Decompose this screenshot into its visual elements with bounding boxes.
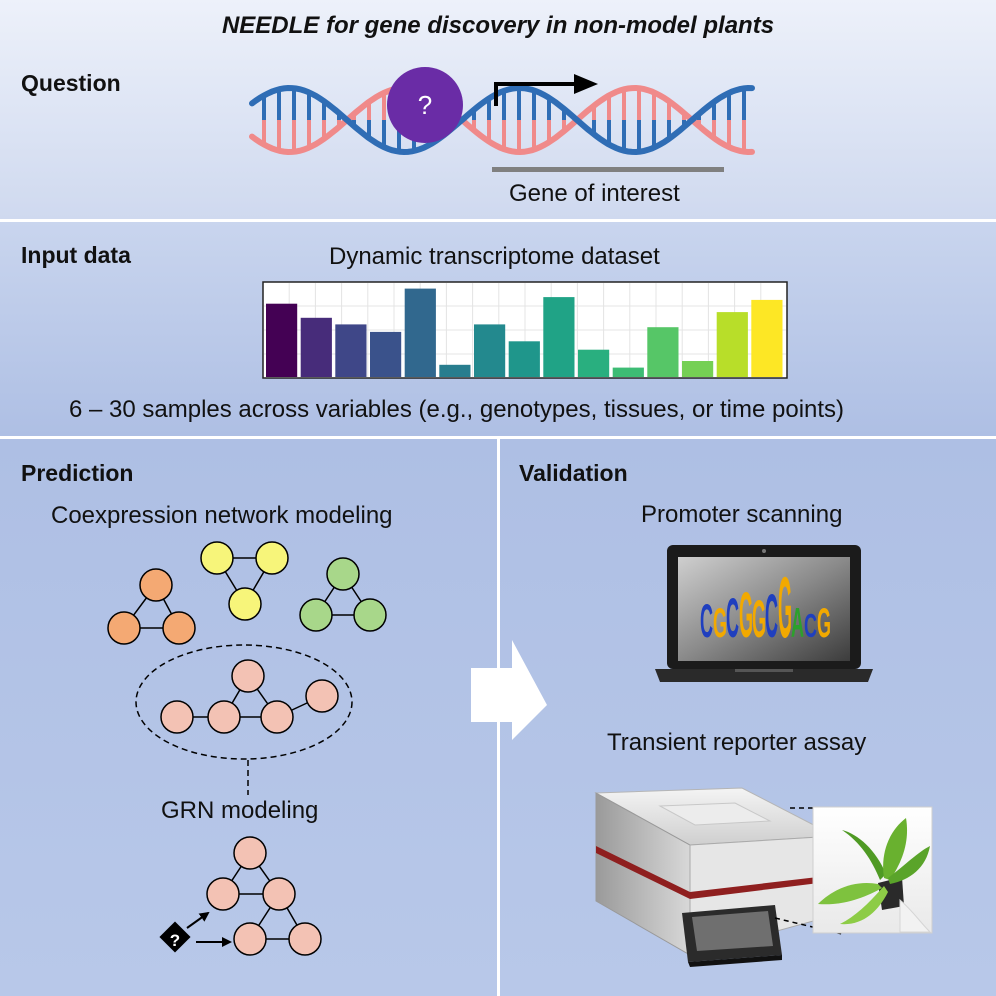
grn-unknown-symbol: ? [170,931,180,950]
network-node [326,557,360,591]
divider-top [0,219,996,222]
laptop-base [655,669,873,682]
plate-reader-stripe [596,846,835,899]
coexpression-label: Coexpression network modeling [51,502,393,529]
prediction-heading: Prediction [21,460,134,486]
network-node [206,877,240,911]
grn-modeling-label: GRN modeling [161,797,319,824]
dataset-label: Dynamic transcriptome dataset [329,243,660,270]
unknown-regulator-symbol: ? [418,90,432,120]
plant-leaf [842,830,886,880]
chart-bar [439,364,471,377]
motif-letter: G [752,590,766,649]
plant-leaf [818,882,882,905]
network-node [160,700,194,734]
samples-note: 6 – 30 samples across variables (e.g., g… [69,396,845,423]
pink-module [160,659,339,734]
chart-bar [751,299,783,377]
reporter-assay-label: Transient reporter assay [607,729,867,756]
chart-bar [682,361,714,377]
input-data-heading: Input data [21,242,131,268]
gene-region-bar [492,167,724,172]
chart-bar [474,324,506,377]
plant-leaf [840,886,888,925]
motif-letter: G [778,561,792,657]
chart-bar [266,303,298,377]
chart-bar [578,349,610,377]
orange-module [107,568,196,645]
yellow-module [200,541,289,621]
network-node [233,836,267,870]
divider-middle [0,436,996,439]
well-plate [692,911,773,951]
glove-hand [899,898,932,933]
network-node [207,700,241,734]
motif-letter: C [765,581,778,650]
plant-leaf [888,846,930,884]
figure-title: NEEDLE for gene discovery in non-model p… [221,12,775,39]
laptop-screen [678,557,850,661]
plate-reader-lid [658,802,772,826]
network-node [162,611,196,645]
dna-double-helix [249,84,755,156]
transcription-arrow-head [574,74,598,94]
network-node [228,587,262,621]
motif-letter: G [739,580,753,651]
chart-bar [370,331,402,377]
dna-strand-pink [249,84,755,156]
bar-chart-bars [266,288,783,377]
motif-letter: C [700,595,713,648]
question-heading: Question [21,70,121,96]
network-node [288,922,322,956]
motif-letter: G [713,599,727,646]
motif-letter: C [804,607,817,644]
promoter-scanning-label: Promoter scanning [641,501,843,528]
chart-bar [612,367,644,377]
network-node [305,679,339,713]
prediction-to-validation-arrow [471,640,547,740]
network-node [233,922,267,956]
network-node [200,541,234,575]
gene-of-interest-label: Gene of interest [509,180,680,207]
selected-module-outline [135,644,353,760]
dna-base-pairs [262,88,746,152]
plant-pot [878,877,904,910]
plate-reader [594,787,837,967]
unknown-regulator-circle [387,67,463,143]
tobacco-plant-photo [812,806,933,934]
laptop [655,545,873,682]
network-node [299,598,333,632]
chart-bar [300,317,332,377]
chart-bar [335,324,367,377]
network-node [353,598,387,632]
transcription-start-arrow [494,82,578,106]
network-node [231,659,265,693]
motif-letter: G [817,599,831,646]
chart-bar [508,341,540,377]
chart-bar [716,312,748,377]
motif-letter: A [791,599,804,646]
network-node [107,611,141,645]
network-node [255,541,289,575]
chart-bar [543,297,575,377]
network-node [139,568,173,602]
chart-bar [404,288,436,377]
validation-heading: Validation [519,460,628,486]
plant-leaf [883,818,908,880]
green-module [299,557,387,632]
dna-strand-blue [249,84,755,156]
question-panel [0,0,996,219]
grn-network [159,836,322,956]
laptop-camera [762,549,766,553]
motif-letter: C [726,587,739,649]
network-node [260,700,294,734]
network-node [262,877,296,911]
chart-bar [647,327,679,377]
